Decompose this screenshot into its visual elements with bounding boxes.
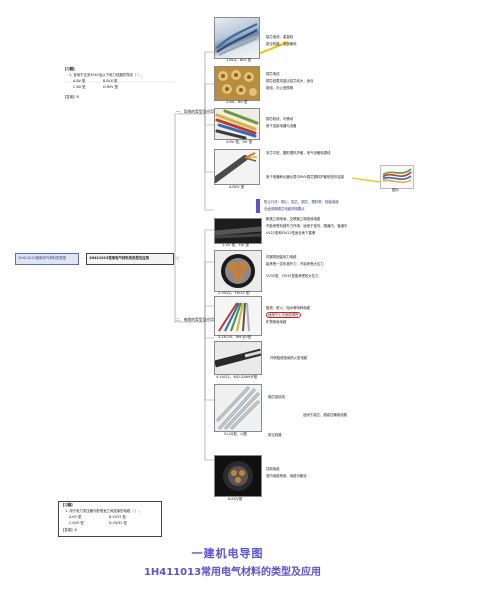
cable-1-note-2: 不能承受机械外力作用，适用于室内、隧道内、管道中 [266, 224, 348, 228]
footer: 一建机电导图 1H411013常用电气材料的类型及应用 [0, 545, 490, 578]
wire-2-note-1: 铜芯电线 [266, 72, 280, 76]
cable-6-caption: 6.KVV型 [228, 497, 243, 501]
wire-1-caption: 1.BLX、BLV 型 [226, 58, 252, 62]
cable-photo-3 [214, 296, 262, 336]
cable-2-note-2: 能承受一定机械外力，不能承受大拉力 [266, 262, 324, 266]
quiz-box-1: 【习题】 1. 宜用于交流35kV及以下电力线路的导线（ ）。 A.BV 型 B… [63, 67, 173, 109]
left-tag-label: 1H411013常用电气材料的类型 [18, 256, 67, 260]
quiz-2-title: 【习题】 [61, 503, 75, 507]
wire-4-caption: 4.RVV 型 [229, 185, 245, 189]
wire-4-note-2: 用于电器和仪器仪表中RVV铜芯塑料护套软线作连接 [266, 175, 345, 179]
wire-4-note-1: 多芯平型、圆形塑料护套，电气设备电源线 [266, 151, 331, 155]
wire-1-note-1: 铝芯电线，重量轻 [266, 35, 294, 39]
quiz-1-option-b: B.BLX 型 [103, 79, 118, 83]
footer-title: 一建机电导图 [191, 547, 264, 560]
cable-2-note-3: VV32型、YJV32型能承受较大拉力 [266, 274, 319, 278]
cable-photo-1 [214, 218, 262, 244]
wire-4-inset-photo [380, 165, 414, 189]
quiz-1-title: 【习题】 [63, 67, 77, 71]
cable-1-note-3: VV22型和YJV22型适合地下直埋 [266, 231, 316, 235]
quiz-2-option-a: A.KV 型 [69, 515, 82, 519]
wire-photo-2 [214, 66, 260, 101]
quiz-1-option-d: D.RVV 型 [103, 85, 118, 89]
cable-3-note-1: 阻燃、耐火、阻水等特种电缆 [266, 306, 311, 310]
cable-1-caption: 1.VV 型、YJV 型 [222, 243, 250, 247]
wire-photo-1 [214, 17, 260, 59]
wire-5-marker [256, 199, 260, 213]
cable-5-note-3: 适用于高压、超高压输电线路 [303, 413, 348, 417]
root-label: 1H411013常用电气材料的类型及应用 [89, 256, 150, 260]
footer-subtitle: 1H411013常用电气材料的类型及应用 [143, 567, 322, 578]
branch-wires[interactable]: 一、导线的类型及应用 [176, 109, 214, 114]
cable-3-caption: 3.ZR-VV、NH-YJV型 [218, 335, 252, 339]
wire-3-note-2: 用于连接电器与设备 [266, 124, 297, 128]
wire-photo-4 [214, 149, 260, 185]
quiz-2-question: 1. 用于电力变压器与配电室之间连接的电缆（ ）。 [65, 509, 142, 513]
left-tag: 1H411013常用电气材料的类型 [15, 253, 79, 265]
wire-3-note-1: 铜芯软线，可移动 [266, 117, 294, 121]
wire-2-note-2: 铜芯线载流量比铝芯线大，适合 [266, 79, 314, 83]
cable-5-note-1: 钢芯铝绞线 [268, 395, 285, 399]
cable-4-caption: 4.YJV22、WD-ZANYJF型 [216, 375, 258, 379]
cable-3-note-2: 适用于火灾危险场所 [266, 312, 301, 318]
cable-photo-6 [214, 455, 262, 497]
wire-1-note-2: 架空线路、长途输电 [266, 42, 297, 46]
root-extra: ○ [176, 256, 179, 260]
wire-2-caption: 2.BX、BV 型 [226, 100, 248, 104]
cable-5-caption: 5.LGJ型、LJ型 [224, 432, 248, 436]
wire-3-caption: 3.RV 型、RX 型 [226, 140, 253, 144]
cable-3-note-3: 矿物绝缘电缆 [266, 320, 287, 324]
cable-photo-5 [214, 384, 262, 432]
cable-6-note-2: 室内电缆桥架、电缆沟敷设 [266, 474, 307, 478]
quiz-1-question: 1. 宜用于交流35kV及以下电力线路的导线（ ）。 [69, 73, 145, 77]
quiz-2-answer: 【答案】B [61, 528, 77, 532]
cable-2-note-1: 内钢带铠装电力电缆 [266, 255, 297, 259]
quiz-1-answer: 【答案】B [63, 95, 79, 99]
wire-5-note-2: 无卤低烟铜芯电缆说明要点 [264, 207, 305, 211]
cable-photo-2 [214, 250, 262, 292]
quiz-1-option-c: C.BX 型 [73, 85, 86, 89]
quiz-2-option-b: B.VV22 型 [109, 515, 126, 519]
wire-2-note-3: 用电、办公室照明 [266, 86, 294, 90]
cable-3-highlight: 适用于火灾危险场所 [266, 312, 301, 318]
cable-6-note-1: 控制电缆 [266, 467, 280, 471]
cable-photo-4 [214, 341, 262, 375]
quiz-2-option-d: D.YJV32 型 [109, 521, 127, 525]
cable-2-caption: 2.VV22、YJV22 型 [218, 291, 250, 295]
root-node[interactable]: 1H411013常用电气材料的类型及应用 ○ [86, 253, 179, 265]
quiz-2-option-c: C.KVV 型 [69, 521, 84, 525]
quiz-1-option-a: A.BV 型 [73, 79, 86, 83]
cable-4-note-1: 外侧阻燃绝缘防火型电缆 [270, 356, 308, 360]
wire-photo-3 [214, 108, 260, 140]
wire-4-inset-caption: 图片 [392, 188, 400, 192]
cable-1-note-1: 聚氯乙烯绝缘、交联聚乙烯绝缘电缆 [266, 217, 321, 221]
branch-cables[interactable]: 二、电缆的类型及应用 [176, 317, 214, 322]
quiz-box-2: 【习题】 1. 用于电力变压器与配电室之间连接的电缆（ ）。 A.KV 型 B.… [58, 501, 162, 537]
cable-5-note-2: 架空线路 [268, 433, 282, 437]
wire-5-note-1: 防止口诀：铜心、铝芯、铜芯、塑料带，铠装电缆 [264, 200, 339, 204]
